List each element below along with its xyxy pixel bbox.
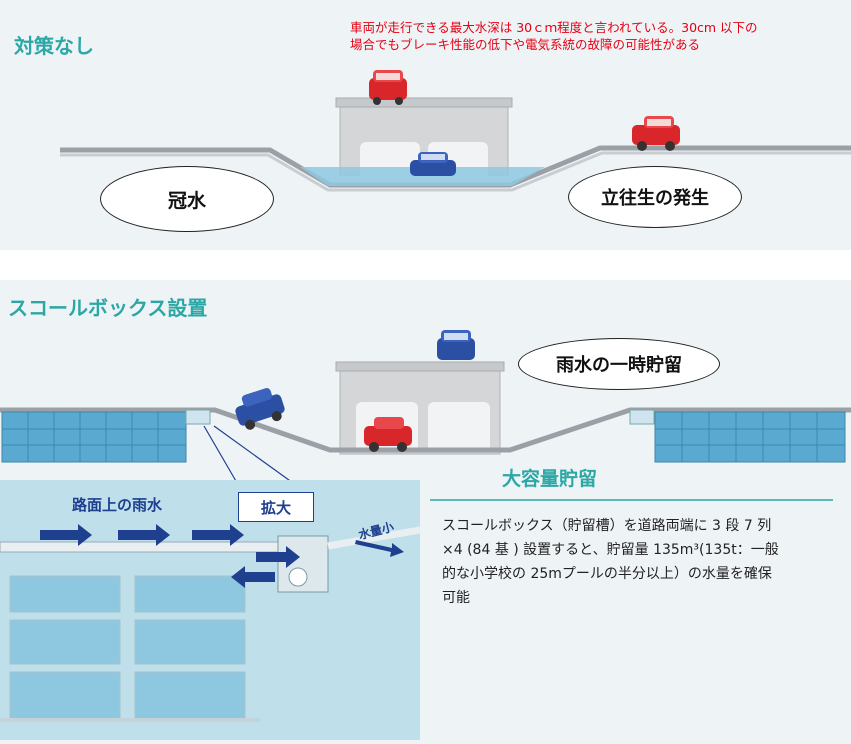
oval-flooding: 冠水 xyxy=(100,166,274,232)
zoom-label: 拡大 xyxy=(238,492,314,522)
storage-boxes-right xyxy=(629,409,846,463)
red-car-under-bridge xyxy=(364,417,412,452)
flooded-underpass-illustration xyxy=(60,70,851,192)
panel-squall-box: スコールボックス設置 xyxy=(0,280,851,744)
warning-note: 車両が走行できる最大水深は 30ｃｍ程度と言われている。30cm 以下の 場合で… xyxy=(350,19,850,53)
overpass-bridge-2 xyxy=(335,361,505,455)
zoom-lines xyxy=(203,425,301,489)
blue-car-on-slope xyxy=(235,388,285,430)
storage-capacity-label: 大容量貯留 xyxy=(502,468,598,490)
desc-line-4: 可能 xyxy=(442,590,470,606)
note-line-2: 場合でもブレーキ性能の低下や電気系統の故障の可能性がある xyxy=(350,37,701,52)
zoom-detail-panel xyxy=(0,480,421,740)
oval-stranded: 立往生の発生 xyxy=(568,166,742,228)
desc-line-1: スコールボックス（貯留槽）を道路両端に 3 段 7 列 xyxy=(442,518,772,534)
road-rainwater-label: 路面上の雨水 xyxy=(72,496,163,514)
blue-car-in-water xyxy=(410,152,456,176)
note-line-1: 車両が走行できる最大水深は 30ｃｍ程度と言われている。30cm 以下の xyxy=(350,20,758,35)
desc-line-2: ×4 (84 基 ) 設置すると、貯留量 135m³(135t：一般 xyxy=(442,542,779,558)
squall-box-illustration xyxy=(0,330,851,740)
flood-water xyxy=(300,167,545,186)
blue-car-on-bridge xyxy=(437,330,475,360)
small-flow-arrow xyxy=(355,540,404,557)
oval-temporary-storage: 雨水の一時貯留 xyxy=(518,338,720,390)
description-text: スコールボックス（貯留槽）を道路両端に 3 段 7 列 ×4 (84 基 ) 設… xyxy=(442,514,842,610)
storage-boxes-left xyxy=(1,409,211,463)
rain-flow-arrows xyxy=(40,524,300,588)
red-car-stranded xyxy=(632,116,680,151)
red-car-on-bridge xyxy=(369,70,407,105)
desc-line-3: 的な小学校の 25mプールの半分以上）の水量を確保 xyxy=(442,566,772,582)
section-title-no-measures: 対策なし xyxy=(14,34,94,58)
panel-no-measures: 対策なし 車両が走行できる最大水深は 30ｃｍ程度と言われている。30cm 以下… xyxy=(0,0,851,250)
road-surface-2 xyxy=(0,407,851,453)
section-title-squall-box: スコールボックス設置 xyxy=(8,296,208,320)
